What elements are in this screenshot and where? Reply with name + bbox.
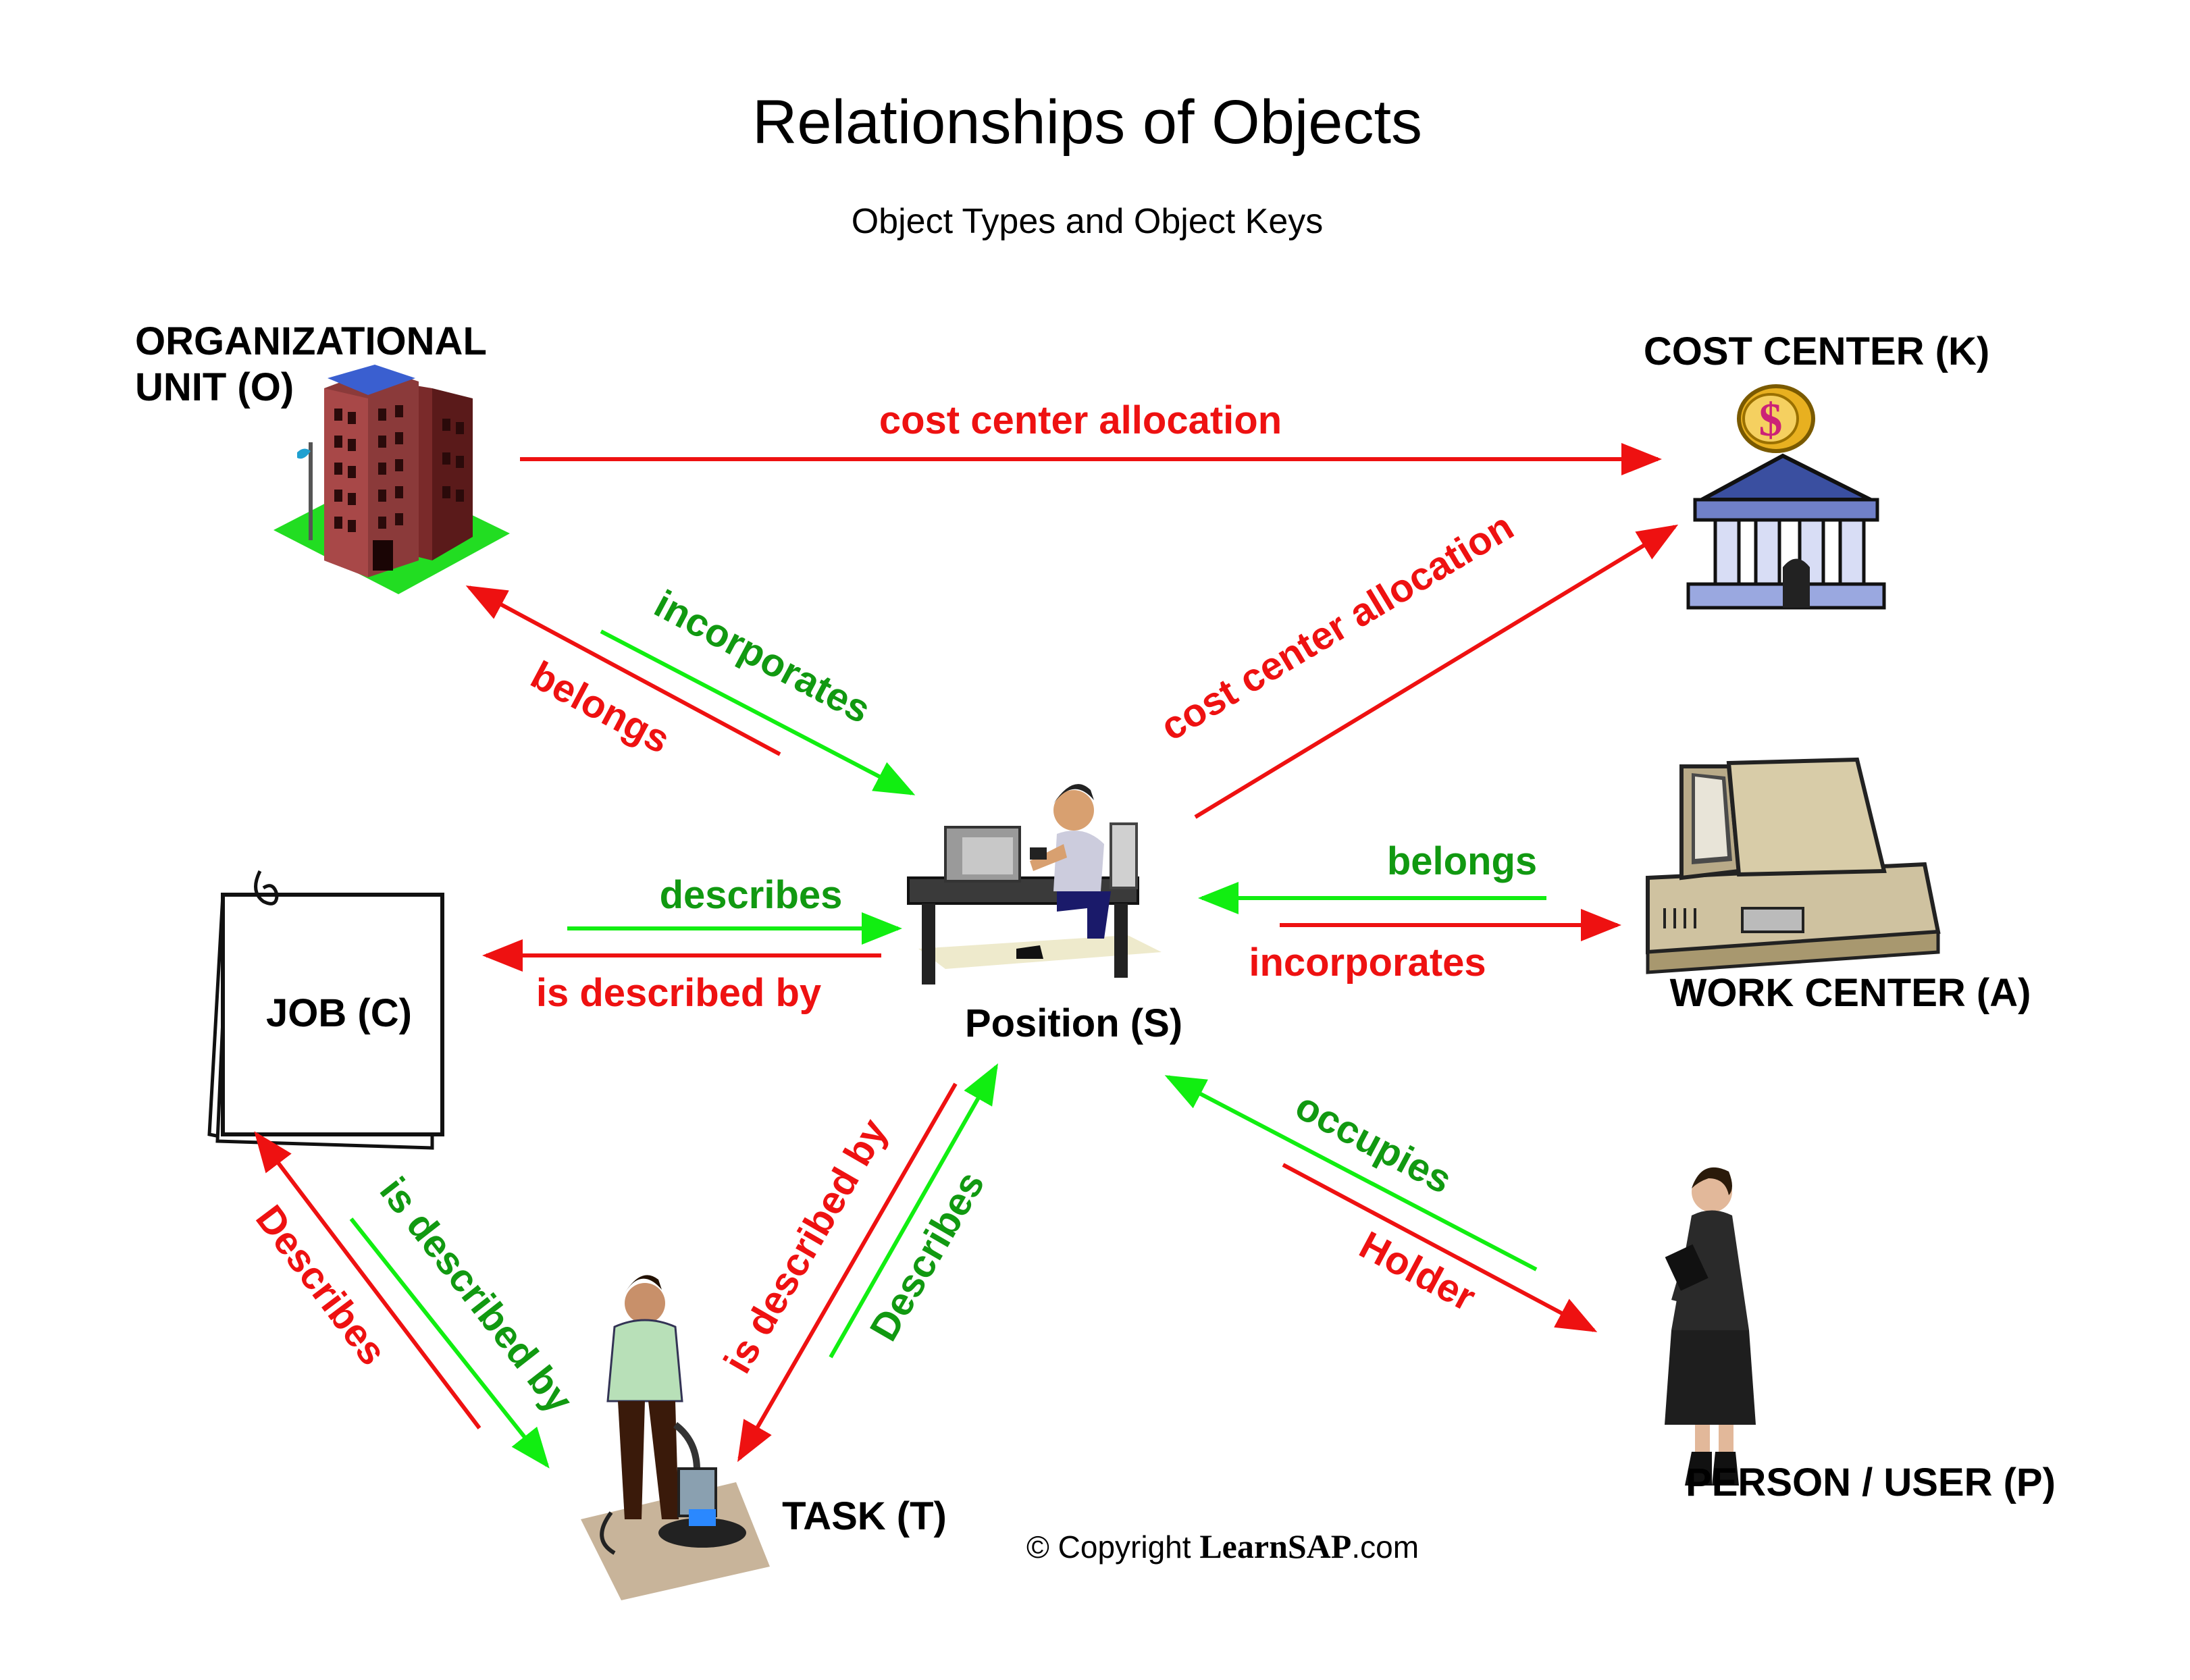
task-label: TASK (T) xyxy=(782,1494,947,1538)
relation-arrows xyxy=(254,443,1679,1469)
rel-label-job-is-described-by: is described by xyxy=(371,1170,581,1421)
office-building-icon xyxy=(273,365,510,594)
job-label: JOB (C) xyxy=(266,991,412,1035)
svg-text:$: $ xyxy=(1759,394,1783,446)
page-title: Relationships of Objects xyxy=(752,88,1422,157)
rel-label-work-belongs: belongs xyxy=(1387,839,1537,883)
bank-coin-icon: $ xyxy=(1686,384,1886,610)
position-label: Position (S) xyxy=(965,1001,1182,1045)
arrow-job-describes xyxy=(254,1131,481,1429)
rel-label-work-incorporates: incorporates xyxy=(1249,941,1486,985)
arrow-pos-to-cost xyxy=(1194,524,1679,819)
cost-center-label: COST CENTER (K) xyxy=(1644,330,1989,373)
arrow-pos-belongs-org xyxy=(465,585,781,756)
rel-label-org-incorporates: incorporates xyxy=(648,582,878,732)
rel-label-pos-is-described-by: is described by xyxy=(536,971,821,1015)
arrow-occupies xyxy=(1164,1075,1538,1271)
work-center-label: WORK CENTER (A) xyxy=(1670,971,2031,1015)
rel-label-pos-to-cost: cost center allocation xyxy=(1153,504,1521,750)
floor-polisher-icon xyxy=(581,1275,770,1600)
org-unit-label-line1: ORGANIZATIONAL xyxy=(135,319,487,363)
person-at-desk-icon xyxy=(907,784,1162,985)
rel-label-org-to-cost: cost center allocation xyxy=(879,398,1282,442)
rel-label-pos-describes: describes xyxy=(660,873,843,917)
person-label: PERSON / USER (P) xyxy=(1686,1461,2056,1504)
arrow-holder xyxy=(1282,1163,1598,1332)
computer-icon xyxy=(1646,757,1941,974)
businesswoman-icon xyxy=(1665,1167,1756,1486)
org-unit-label-line2: UNIT (O) xyxy=(135,365,294,409)
copyright-prefix: © Copyright xyxy=(1026,1529,1199,1565)
page-subtitle: Object Types and Object Keys xyxy=(852,202,1324,241)
arrow-org-incorporates xyxy=(600,629,916,795)
arrow-job-is-described-by xyxy=(349,1217,550,1469)
copyright-brand: LearnSAP xyxy=(1199,1527,1351,1565)
document-stack-icon xyxy=(207,870,444,1150)
arrow-task-is-described-by xyxy=(737,1082,958,1463)
rel-label-pos-belongs-org: belongs xyxy=(524,653,677,762)
copyright-notice: © Copyright LearnSAP.com xyxy=(1026,1527,1419,1565)
arrow-task-describes xyxy=(829,1063,998,1359)
copyright-suffix: .com xyxy=(1351,1529,1419,1565)
